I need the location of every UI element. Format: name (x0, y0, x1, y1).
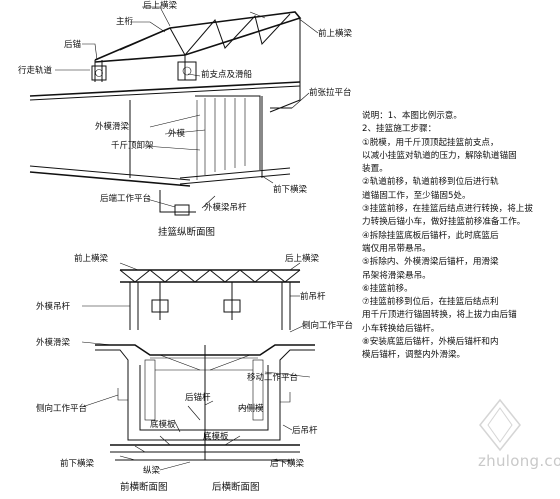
note-line: 端仅用吊带悬吊。 (362, 243, 431, 254)
cross-sections: 前上横梁 后上横梁 外模吊杆 前吊杆 侧向工作平台 外模滑梁 移动工作平台 侧向… (36, 253, 353, 493)
label-travel-rail: 行走轨道 (18, 65, 53, 76)
top-leaders (55, 6, 319, 209)
note-line: ⑦挂篮前移到位后，在挂篮后结点利 (362, 297, 499, 308)
caption-front-cross: 前横断面图 (120, 481, 168, 493)
construction-notes: 说明：1、本图比例示意。 2、挂篮施工步骤： ①脱模，用千斤顶顶起挂篮前支点， 以减小… (362, 110, 558, 363)
label-rear-bottom-beam: 后下横梁 (270, 458, 305, 469)
form-assembly (159, 18, 301, 216)
note-line: 小车转换给后锚杆。 (362, 323, 440, 334)
caption-longitudinal: 挂篮纵断面图 (158, 226, 215, 238)
note-line: 说明：1、本图比例示意。 (362, 111, 462, 121)
deck-bottom-line (29, 171, 191, 187)
note-line: ③挂篮前移，在挂篮后结点进行转换，将上拔 (362, 204, 533, 215)
box-girder (95, 344, 315, 461)
watermark-text: zhulong.com (478, 452, 560, 470)
label-front-bottom-beam: 前下横梁 (273, 184, 308, 195)
note-line: 模后锚杆，调整内外滑梁。 (362, 350, 466, 361)
note-line: ①脱模，用千斤顶顶起挂篮前支点， (362, 137, 499, 148)
label-front-tension-platform: 前张拉平台 (309, 87, 352, 98)
label-jack-frame: 千斤顶卸架 (111, 140, 154, 151)
note-line: 用千斤顶进行锚固转换，将上拔力由后锚 (362, 310, 517, 321)
label-front-support: 前支点及滑船 (201, 69, 253, 80)
label-bottom-form-2: 底模板 (203, 431, 229, 442)
longitudinal-section: 后上横梁 主桁 前上横梁 后锚 行走轨道 前支点及滑船 前张拉平台 外模滑梁 外… (18, 0, 353, 238)
label-outer-form-hanger: 外模梁吊杆 (204, 202, 247, 213)
label-rear-top-beam: 后上横梁 (143, 0, 178, 11)
label-side-platform-right: 侧向工作平台 (302, 320, 353, 331)
label-longitudinal-beam: 纵梁 (143, 466, 161, 476)
rear-platform-block (174, 204, 190, 216)
note-line: 吊架将滑梁悬吊。 (362, 270, 431, 281)
note-line: ⑧安装底篮后锚杆，外模后锚杆和内 (362, 337, 499, 348)
deck-bottom-line-2 (29, 165, 191, 181)
label-main-truss: 主桁 (116, 16, 134, 27)
note-line: ⑥挂篮前移。 (362, 283, 413, 294)
label-side-platform-left: 侧向工作平台 (36, 403, 87, 414)
label-cross-rear-top-beam: 后上横梁 (285, 253, 320, 264)
deck-top-line-2 (29, 85, 301, 101)
front-support-block (177, 61, 197, 81)
note-line: 2、挂篮施工步骤： (362, 124, 437, 135)
label-rear-hanger: 后吊杆 (292, 425, 318, 436)
caption-rear-cross: 后横断面图 (212, 481, 260, 493)
note-line: 以减小挂篮对轨道的压力，解除轨道锚固 (362, 150, 517, 161)
label-rear-work-platform: 后端工作平台 (100, 193, 151, 204)
deck-top-line (29, 81, 301, 97)
note-line: 力转换后锚小车，做好挂篮前移准备工作。 (362, 217, 526, 228)
label-front-bottom-beam: 前下横梁 (60, 458, 95, 469)
cross-truss (119, 269, 301, 330)
note-line: ④拆除挂篮底板后锚杆，此时底篮后 (362, 230, 499, 241)
note-line: ②轨道前移，轨道前移到位后进行轨 (362, 177, 499, 188)
label-front-top-beam: 前上横梁 (318, 28, 353, 39)
note-line: 装置。 (362, 164, 388, 175)
main-truss (91, 11, 302, 82)
label-inner-form: 内侧模 (238, 403, 264, 414)
rear-anchor-trolley (91, 65, 107, 81)
note-line: 道锚固工作，至少锚固5处。 (362, 190, 471, 201)
label-outer-form: 外模 (168, 128, 186, 139)
label-outer-form-beam: 外模滑梁 (95, 121, 130, 132)
note-line: ⑤拆除内、外模滑梁后锚杆，用滑梁 (362, 257, 499, 268)
label-outer-form-hanger: 外模吊杆 (36, 301, 71, 312)
label-cross-outer-form-beam: 外模滑梁 (36, 337, 71, 348)
label-rear-anchor: 后锚 (64, 39, 82, 50)
label-bottom-form: 底模板 (150, 419, 176, 430)
label-front-hanger: 前吊杆 (300, 291, 326, 302)
label-rear-anchor-bar: 后锚杆 (185, 392, 211, 403)
watermark-logo (479, 398, 521, 452)
label-mobile-platform: 移动工作平台 (247, 372, 298, 383)
bottom-leaders (81, 262, 311, 471)
label-cross-front-top-beam: 前上横梁 (74, 253, 109, 264)
